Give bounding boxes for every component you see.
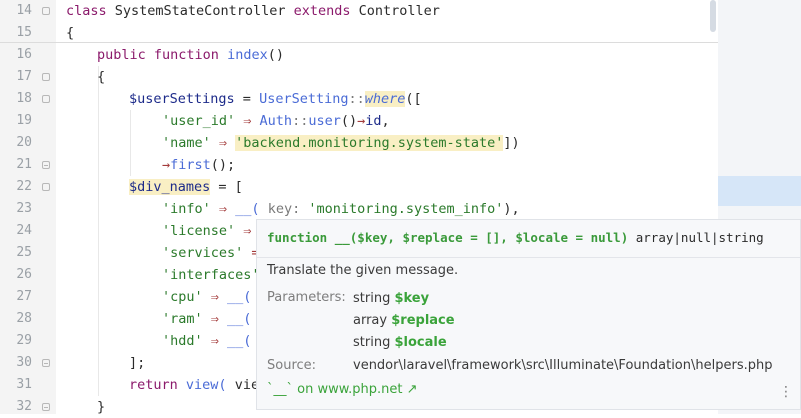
caret-line-highlight: [718, 176, 801, 206]
code-line: 14 class SystemStateController extends C…: [0, 0, 718, 22]
code-text[interactable]: class SystemStateController extends Cont…: [66, 3, 440, 19]
line-number: 31: [16, 377, 32, 392]
code-text[interactable]: 'ram' ⇒ __(: [162, 311, 252, 327]
php-net-link[interactable]: `__` on www.php.net ↗: [267, 382, 418, 397]
line-number: 28: [16, 311, 32, 326]
code-text[interactable]: 'name' ⇒ 'backend.monitoring.system-stat…: [162, 135, 520, 151]
line-number: 24: [16, 223, 32, 238]
code-line: 18 $userSettings = UserSetting::where([: [0, 88, 718, 110]
code-text[interactable]: 'info' ⇒ __( key: 'monitoring.system_inf…: [162, 201, 520, 217]
fold-marker-icon[interactable]: [42, 95, 50, 103]
line-number: 18: [16, 91, 32, 106]
code-line: 22 $div_names = [: [0, 176, 718, 198]
source-path: vendor\laravel\framework\src\Illuminate\…: [353, 358, 773, 373]
param-row: array $replace: [353, 313, 455, 328]
param-row: string $locale: [353, 335, 447, 350]
code-text[interactable]: 'user_id' ⇒ Auth::user()→id,: [162, 113, 390, 129]
line-number: 14: [16, 3, 32, 18]
editor-scrollbar[interactable]: [710, 0, 716, 32]
line-number: 21: [16, 157, 32, 172]
more-options-icon[interactable]: ⋮: [779, 384, 793, 400]
code-text[interactable]: {: [97, 69, 106, 85]
code-line: 20 'name' ⇒ 'backend.monitoring.system-s…: [0, 132, 718, 154]
line-number: 27: [16, 289, 32, 304]
code-text[interactable]: {: [66, 25, 75, 41]
code-line: 29 'hdd' ⇒ __(: [0, 330, 718, 352]
code-text[interactable]: $div_names = [: [129, 179, 243, 195]
code-text[interactable]: ];: [129, 355, 146, 371]
code-line: 30 ];: [0, 352, 718, 374]
line-number: 15: [16, 25, 32, 40]
code-text[interactable]: 'hdd' ⇒ __(: [162, 333, 252, 349]
code-text[interactable]: 'services' =: [162, 245, 260, 261]
code-text[interactable]: →first();: [162, 157, 236, 173]
line-number: 19: [16, 113, 32, 128]
fold-marker-icon[interactable]: [42, 73, 50, 81]
code-line: 24 'license' ⇒: [0, 220, 718, 242]
fold-marker-icon[interactable]: [42, 359, 50, 367]
function-signature: function __($key, $replace = [], $locale…: [267, 230, 764, 245]
indent-guide: [98, 66, 99, 396]
fold-marker-icon[interactable]: [42, 7, 50, 15]
code-line: 28 'ram' ⇒ __(: [0, 308, 718, 330]
code-line: 27 'cpu' ⇒ __(: [0, 286, 718, 308]
fold-marker-icon[interactable]: [42, 183, 50, 191]
code-text[interactable]: public function index(): [97, 47, 284, 63]
function-description: Translate the given message.: [267, 263, 459, 278]
code-line: 16 public function index(): [0, 44, 718, 66]
fold-marker-icon[interactable]: [42, 403, 50, 411]
code-line: 15 {: [0, 22, 718, 44]
code-text[interactable]: return view( view: [129, 377, 268, 393]
param-row: string $key: [353, 291, 430, 306]
line-number: 22: [16, 179, 32, 194]
popup-divider: [257, 257, 800, 258]
line-number: 25: [16, 245, 32, 260]
documentation-popup[interactable]: function __($key, $replace = [], $locale…: [256, 219, 801, 410]
code-line: 23 'info' ⇒ __( key: 'monitoring.system_…: [0, 198, 718, 220]
sticky-header-divider: [0, 42, 718, 43]
code-line: 25 'services' =: [0, 242, 718, 264]
source-label: Source:: [267, 358, 317, 373]
code-text[interactable]: 'license' ⇒: [162, 223, 252, 239]
code-line: 19 'user_id' ⇒ Auth::user()→id,: [0, 110, 718, 132]
line-number: 26: [16, 267, 32, 282]
indent-guide: [130, 110, 131, 176]
code-line: 17 {: [0, 66, 718, 88]
code-text[interactable]: 'cpu' ⇒ __(: [162, 289, 252, 305]
code-text[interactable]: $userSettings = UserSetting::where([: [129, 91, 422, 107]
line-number: 32: [16, 399, 32, 414]
code-line: 21 →first();: [0, 154, 718, 176]
line-number: 23: [16, 201, 32, 216]
parameters-label: Parameters:: [267, 290, 346, 305]
editor-gutter: [0, 0, 56, 414]
fold-marker-icon[interactable]: [42, 161, 50, 169]
code-line: 32 }: [0, 396, 718, 418]
line-number: 29: [16, 333, 32, 348]
line-number: 30: [16, 355, 32, 370]
code-text[interactable]: 'interfaces': [162, 267, 260, 283]
code-line: 26 'interfaces': [0, 264, 718, 286]
line-number: 20: [16, 135, 32, 150]
line-number: 16: [16, 47, 32, 62]
code-text[interactable]: }: [97, 399, 106, 415]
line-number: 17: [16, 69, 32, 84]
